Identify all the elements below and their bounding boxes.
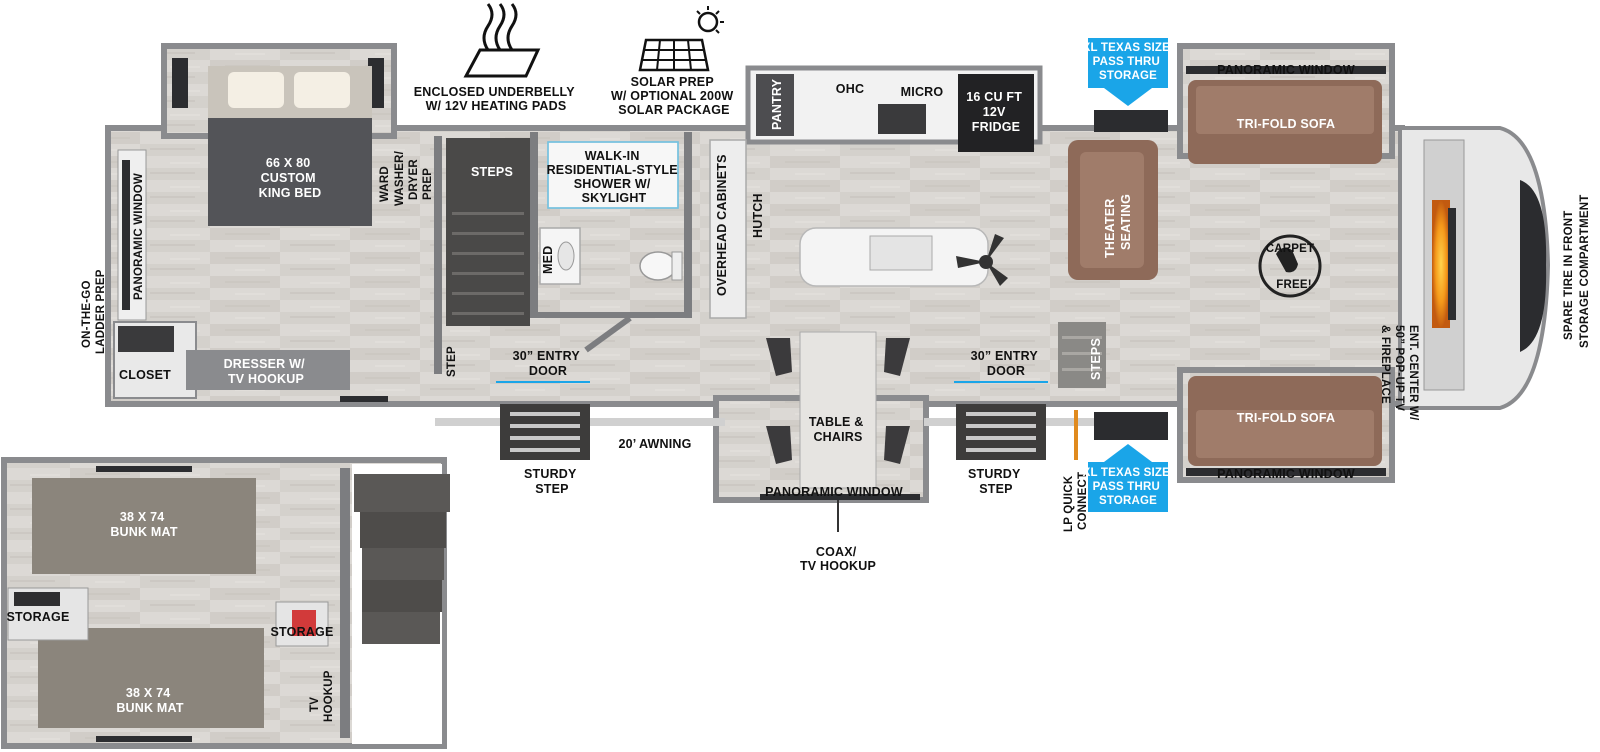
- bath-area: STEPS STEP WALK-IN RESIDENTIAL-STYLE SHO…: [434, 132, 692, 377]
- feature-solar: SOLAR PREP W/ OPTIONAL 200W SOLAR PACKAG…: [611, 6, 737, 117]
- prep-label: PREP: [422, 168, 434, 200]
- dryer-label: DRYER: [408, 159, 420, 200]
- dresser: [186, 350, 350, 390]
- microwave: [878, 104, 926, 134]
- panoramic-window-bottom: [1186, 468, 1386, 476]
- bunk-bottom-label: 38 X 74 BUNK MAT: [116, 686, 183, 715]
- awning-label: 20’ AWNING: [618, 437, 691, 451]
- entry-door-left-label: 30” ENTRY DOOR: [513, 349, 584, 378]
- overhead-cabinets-label: OVERHEAD CABINETS: [715, 154, 729, 296]
- coax-label: COAX/ TV HOOKUP: [800, 545, 876, 573]
- storage-callout-bottom: XL TEXAS SIZE PASS THRU STORAGE: [1083, 444, 1174, 512]
- bed-pillow-right: [294, 72, 350, 108]
- svg-text:SOLAR PREP W/ OPTIONAL 2: SOLAR PREP W/ OPTIONAL 200W SOLAR PACKAG…: [611, 75, 737, 117]
- bunk-mat-top: [32, 478, 256, 574]
- sturdy-step-left-label: STURDY STEP: [524, 467, 580, 496]
- living-room: THEATER SEATING STEPS LP QUICK CONNECT P…: [1058, 38, 1591, 532]
- chair-1: [766, 338, 792, 376]
- chair-2: [766, 426, 792, 464]
- bath-steps-label: STEPS: [471, 165, 513, 179]
- svg-text:FREE!: FREE!: [1276, 279, 1312, 291]
- tv-label-2: HOOKUP: [323, 670, 335, 722]
- ent-label-2: 50” POP-UP TV: [1393, 325, 1405, 411]
- entries: 20’ AWNING 30” ENTRY DOOR STURDY STEP 30…: [435, 349, 1124, 496]
- chair-4: [884, 426, 910, 464]
- ohc-label: OHC: [836, 82, 864, 96]
- rear-panoramic-window: [122, 160, 130, 310]
- lp-label-1: LP QUICK: [1063, 475, 1075, 532]
- entry-door-right-label: 30” ENTRY DOOR: [971, 349, 1042, 378]
- pantry-label: PANTRY: [770, 78, 784, 130]
- closet-label: CLOSET: [119, 368, 171, 382]
- table-label: TABLE & CHAIRS: [809, 415, 867, 444]
- theater-label-2: SEATING: [1119, 194, 1133, 250]
- dresser-label: DRESSER W/ TV HOOKUP: [224, 357, 309, 386]
- kitchen-sink: [869, 235, 933, 271]
- svg-text:ENCLOSED UNDERBELLY W/ 1: ENCLOSED UNDERBELLY W/ 12V HEATING PADS: [414, 85, 578, 113]
- pantry: [756, 74, 794, 136]
- ent-label-1: ENT. CENTER W/: [1407, 325, 1419, 421]
- dining-table: [799, 331, 877, 489]
- panoramic-window-top: [1186, 66, 1386, 74]
- shower-label: WALK-IN RESIDENTIAL-STYLE SHOWER W/ SKYL…: [547, 149, 682, 205]
- spare-label-2: STORAGE COMPARTMENT: [1579, 194, 1591, 348]
- feature-underbelly: ENCLOSED UNDERBELLY W/ 12V HEATING PADS: [414, 3, 578, 113]
- bunk-mat-bottom: [38, 628, 264, 728]
- spare-label-1: SPARE TIRE IN FRONT: [1563, 211, 1575, 340]
- svg-text:XL TEXAS SIZE PASS THR: XL TEXAS SIZE PASS THRU STORAGE: [1083, 42, 1174, 82]
- hutch-label: HUTCH: [751, 193, 765, 238]
- step-label: STEP: [446, 346, 458, 377]
- carpet-free-badge: CARPET FREE!: [1258, 234, 1322, 298]
- loft-storage-right-label: STORAGE: [271, 625, 334, 639]
- kitchen: PANTRY OHC MICRO 16 CU FT 12V FRIDGE OVE…: [709, 74, 1034, 573]
- panoramic-top-label: PANORAMIC WINDOW: [1217, 63, 1355, 77]
- ladder-label-1: ON-THE-GO: [81, 280, 93, 348]
- med-label: MED: [541, 246, 555, 274]
- heating-pad-icon: [463, 48, 541, 78]
- fridge-label: 16 CU FT 12V FRIDGE: [966, 90, 1025, 134]
- svg-text:XL TEXAS SIZE PASS THR: XL TEXAS SIZE PASS THRU STORAGE: [1083, 467, 1174, 507]
- sturdy-step-right-label: STURDY STEP: [968, 467, 1024, 496]
- loft: 38 X 74 BUNK MAT 38 X 74 BUNK MAT STORAG…: [1, 457, 450, 749]
- storage-callout-top: XL TEXAS SIZE PASS THRU STORAGE: [1083, 38, 1174, 106]
- sofa-top-label: TRI-FOLD SOFA: [1237, 117, 1335, 131]
- ward-label: WARD: [379, 166, 391, 202]
- toilet: [639, 251, 677, 281]
- solar-panel-icon: [638, 6, 724, 72]
- king-bed-label: 66 X 80 CUSTOM KING BED: [259, 156, 322, 200]
- fridge: [958, 74, 1034, 152]
- rear-window-label: PANORAMIC WINDOW: [133, 173, 145, 300]
- bedroom: 66 X 80 CUSTOM KING BED WARD WASHER/ DRY…: [81, 58, 434, 402]
- lp-label-2: CONNECT: [1077, 472, 1089, 530]
- loft-stairs-inset: [354, 474, 450, 644]
- theater-label-1: THEATER: [1103, 199, 1117, 259]
- dinette-window-label: PANORAMIC WINDOW: [765, 485, 903, 499]
- svg-text:CARPET: CARPET: [1266, 243, 1314, 255]
- front-steps-label: STEPS: [1089, 338, 1103, 380]
- chair-3: [884, 338, 910, 376]
- bedroom-window-left: [172, 58, 188, 108]
- sofa-bottom-label: TRI-FOLD SOFA: [1237, 411, 1335, 425]
- washer-label: WASHER/: [394, 150, 406, 206]
- pop-up-tv: [1448, 208, 1456, 320]
- loft-storage-left-label: STORAGE: [7, 610, 70, 624]
- storage-hatch-bottom: [1094, 412, 1168, 440]
- fireplace: [1432, 200, 1450, 328]
- bunk-top-label: 38 X 74 BUNK MAT: [110, 510, 177, 539]
- micro-label: MICRO: [901, 85, 944, 99]
- bed-pillow-left: [228, 72, 284, 108]
- tv-label-1: TV: [309, 697, 321, 712]
- dinette-window: [760, 494, 920, 500]
- ent-label-3: & FIREPLACE: [1379, 325, 1391, 404]
- storage-hatch-top: [1094, 110, 1168, 132]
- panoramic-bottom-label: PANORAMIC WINDOW: [1217, 467, 1355, 481]
- ladder-label-2: LADDER PREP: [95, 269, 107, 354]
- overhead-cabinets: [709, 139, 747, 319]
